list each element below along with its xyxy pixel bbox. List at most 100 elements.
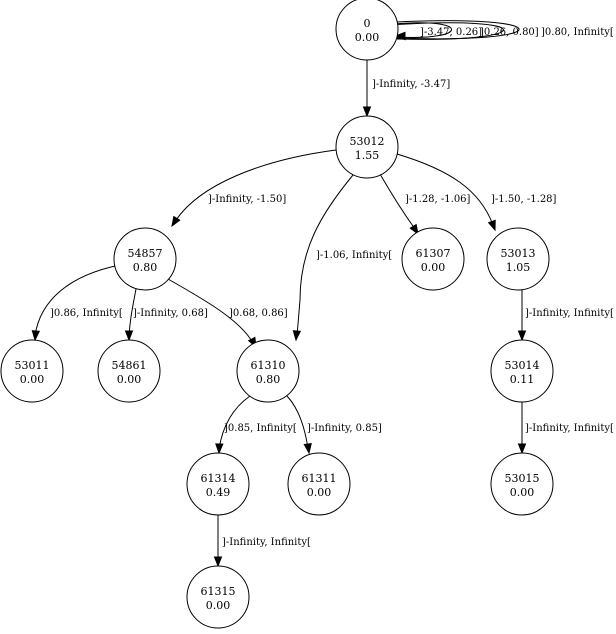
node-circle [113, 227, 177, 291]
edge-label: ]0.68, 0.86] [229, 308, 288, 319]
node-id-label: 53011 [15, 359, 50, 372]
edge-53014-to-53015: ]-Infinity, Infinity[ [517, 402, 614, 455]
edge-label: ]-Infinity, -1.50] [208, 194, 286, 205]
edge-label: ]-Infinity, -3.47] [372, 79, 450, 90]
edge-line [175, 149, 337, 221]
node-value-label: 0.11 [510, 373, 535, 386]
node-id-label: 54857 [128, 247, 163, 260]
arrowhead [31, 330, 41, 342]
arrowhead [487, 219, 496, 232]
node-id-label: 61314 [201, 472, 236, 485]
arrowhead [215, 443, 224, 455]
edge-label: ]0.26, 0.80] [480, 27, 539, 38]
node-circle [186, 452, 250, 516]
arrowhead [394, 31, 406, 41]
node-value-label: 0.00 [20, 373, 45, 386]
arrowhead [303, 443, 312, 455]
node-id-label: 61311 [302, 472, 337, 485]
node-circle [287, 452, 351, 516]
edge-54857-to-54861: ]-Infinity, 0.68] [124, 288, 208, 342]
edge-53013-to-53014: ]-Infinity, Infinity[ [517, 290, 614, 342]
arrowhead [213, 556, 223, 568]
edge-label: ]0.80, Infinity[ [541, 27, 614, 38]
node-value-label: 0.00 [206, 599, 231, 612]
node-id-label: 61315 [201, 585, 236, 598]
edge-53012-to-61307: ]-1.28, -1.06] [379, 173, 471, 236]
arrowhead [409, 223, 419, 236]
node-value-label: 0.80 [256, 373, 281, 386]
node-id-label: 53015 [505, 472, 540, 485]
node-id-label: 61310 [251, 359, 286, 372]
node-circle [490, 339, 554, 403]
edge-line [286, 395, 309, 449]
arrowhead [517, 443, 527, 455]
node-circle [490, 452, 554, 516]
node-value-label: 0.00 [510, 486, 535, 499]
edge-line [396, 153, 494, 226]
edge-line [395, 20, 520, 40]
node-circle [186, 565, 250, 629]
node-id-label: 53014 [505, 359, 540, 372]
node-circle [486, 227, 550, 291]
edge-label: ]-1.50, -1.28] [491, 194, 557, 205]
edge-line [379, 173, 416, 230]
node-id-label: 61307 [416, 247, 451, 260]
edge-54857-to-53011: ]0.86, Infinity[ [31, 264, 123, 342]
node-circle [0, 339, 64, 403]
node-circle [236, 339, 300, 403]
node-value-label: 0.49 [206, 486, 231, 499]
edge-line [296, 174, 354, 337]
node-value-label: 1.55 [355, 149, 380, 162]
node-circle [335, 0, 399, 61]
node-value-label: 0.00 [421, 261, 446, 274]
edge-line [393, 22, 452, 38]
node-id-label: 54861 [112, 359, 147, 372]
edge-label: ]-Infinity, 0.68] [133, 308, 208, 319]
node-value-label: 0.00 [355, 31, 380, 44]
node-id-label: 53013 [501, 247, 536, 260]
edge-label: ]-Infinity, Infinity[ [525, 308, 614, 319]
edge-61310-to-61311: ]-Infinity, 0.85] [286, 395, 382, 455]
node-value-label: 0.80 [133, 261, 158, 274]
edge-label: ]-Infinity, Infinity[ [525, 423, 614, 434]
arrowhead [517, 330, 527, 342]
edge-0-to-53012: ]-Infinity, -3.47] [362, 60, 450, 118]
edge-line [34, 264, 121, 337]
arrowhead [362, 106, 372, 118]
node-circle [97, 339, 161, 403]
arrowhead [292, 330, 302, 342]
node-value-label: 1.05 [506, 261, 531, 274]
edge-0-to-0: ]0.80, Infinity[ [394, 20, 614, 41]
node-0: 00.00 [335, 0, 399, 61]
node-value-label: 0.00 [307, 486, 332, 499]
edge-53012-to-53013: ]-1.50, -1.28] [396, 153, 557, 232]
node-circle [335, 115, 399, 179]
edge-label: ]0.85, Infinity[ [224, 423, 297, 434]
edge-label: ]-Infinity, 0.85] [307, 423, 382, 434]
edge-label: ]0.86, Infinity[ [50, 308, 123, 319]
edge-label: ]-3.47, 0.26] [420, 27, 482, 38]
edge-61314-to-61315: ]-Infinity, Infinity[ [213, 515, 311, 568]
edge-53012-to-54857: ]-Infinity, -1.50] [171, 149, 337, 228]
edge-line [167, 278, 254, 344]
node-id-label: 0 [364, 17, 371, 30]
node-circle [401, 227, 465, 291]
node-value-label: 0.00 [117, 373, 142, 386]
arrowhead [171, 215, 181, 228]
edge-label: ]-1.06, Infinity[ [316, 250, 392, 261]
edge-label: ]-1.28, -1.06] [405, 194, 471, 205]
edge-61310-to-61314: ]0.85, Infinity[ [215, 395, 297, 455]
